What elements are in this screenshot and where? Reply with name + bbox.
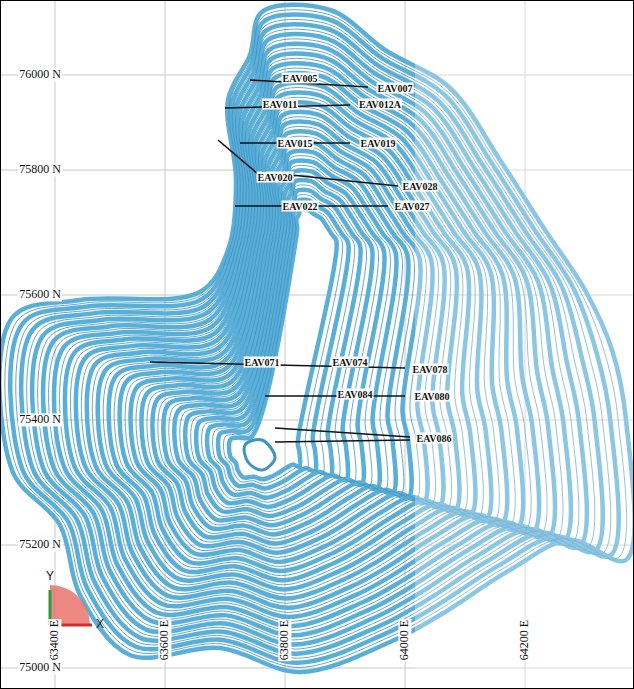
drillhole-label: EAV028 — [402, 181, 439, 192]
easting-label: 63400 E — [48, 619, 61, 661]
northing-label: 76000 N — [18, 68, 62, 81]
drillhole-label: EAV086 — [416, 433, 453, 444]
toe-contour — [169, 156, 403, 530]
axis-letter: X — [95, 618, 105, 631]
toe-contour — [180, 165, 391, 520]
axis-letter: Y — [45, 570, 55, 583]
easting-label: 63600 E — [158, 619, 171, 661]
drillhole-traces — [150, 80, 410, 442]
drillhole-label: EAV084 — [337, 389, 374, 400]
easting-label: 63800 E — [278, 619, 291, 661]
drillhole-label: EAV022 — [282, 201, 319, 212]
bench-contour — [141, 131, 432, 552]
northing-label: 75800 N — [18, 163, 62, 176]
drillhole-trace — [275, 440, 410, 442]
bench-contour — [174, 161, 396, 526]
drillhole-label: EAV020 — [257, 172, 294, 183]
toe-contour — [114, 107, 467, 576]
drillhole-label: EAV019 — [360, 138, 397, 149]
drillhole-label: EAV012A — [358, 99, 402, 110]
northing-label: 75400 N — [18, 413, 62, 426]
drillhole-label: EAV071 — [244, 357, 281, 368]
drillhole-label: EAV078 — [412, 364, 449, 375]
drillhole-label: EAV011 — [262, 99, 298, 110]
northing-label: 75200 N — [18, 538, 62, 551]
toe-contour — [191, 175, 379, 511]
easting-label: 64200 E — [518, 619, 531, 661]
northing-label: 75600 N — [18, 288, 62, 301]
drillhole-label: EAV074 — [332, 357, 369, 368]
bench-contour — [163, 151, 408, 535]
drillhole-trace — [275, 428, 410, 437]
drillhole-label: EAV027 — [394, 201, 431, 212]
toe-contour — [125, 117, 451, 567]
bench-contour — [185, 170, 384, 516]
bench-contour — [196, 180, 372, 507]
bench-contour — [131, 122, 445, 562]
pit-bottom — [244, 440, 275, 471]
toe-contour — [213, 195, 355, 494]
drillhole-label: EAV005 — [282, 73, 319, 84]
drillhole-trace — [218, 140, 258, 174]
northing-label: 75000 N — [18, 661, 62, 674]
east-wash — [415, 0, 634, 689]
toe-contour — [147, 136, 427, 548]
toe-contour — [202, 185, 367, 502]
drillhole-label: EAV015 — [277, 138, 314, 149]
bench-contour — [152, 141, 420, 544]
drillhole-label: EAV080 — [414, 391, 451, 402]
drillhole-trace — [265, 395, 405, 397]
easting-label: 64000 E — [398, 619, 411, 661]
bench-contour — [120, 112, 460, 571]
toe-contour — [136, 126, 439, 557]
bench-contour — [207, 190, 361, 498]
toe-contour — [158, 146, 415, 539]
drillhole-label: EAV007 — [377, 83, 414, 94]
